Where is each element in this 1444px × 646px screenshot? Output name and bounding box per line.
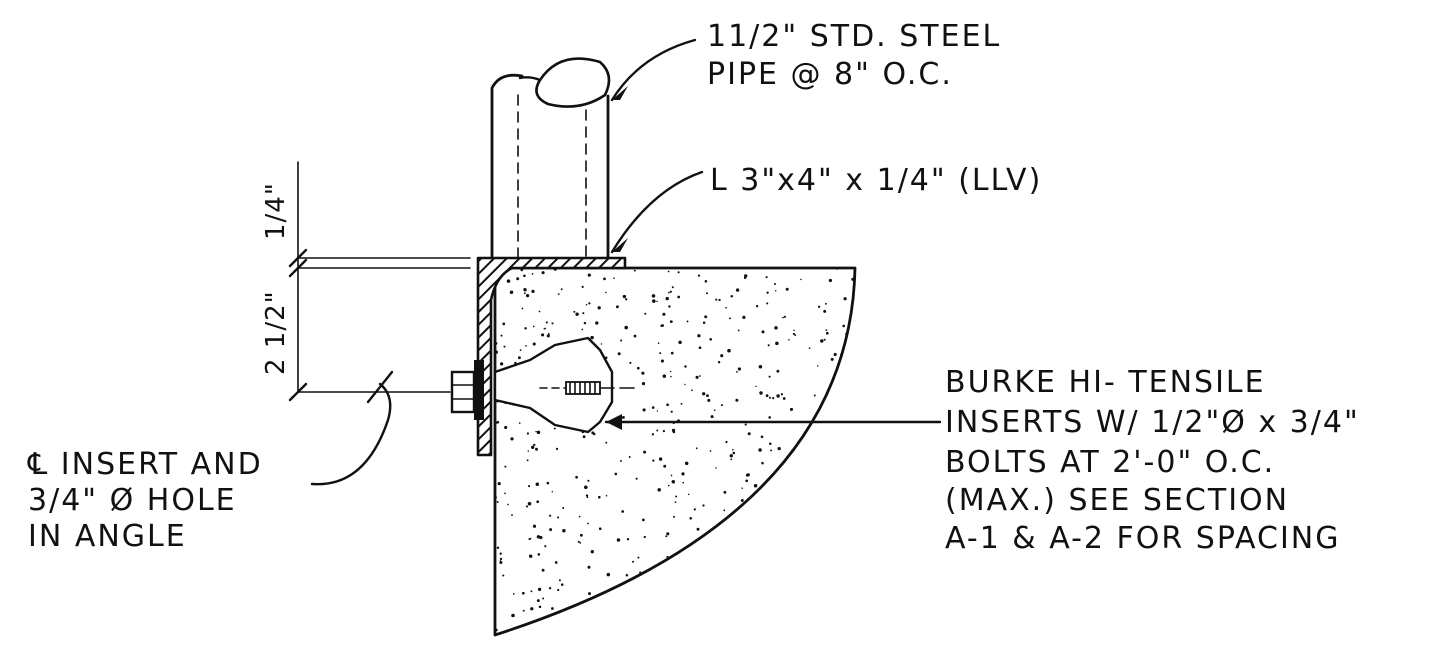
callout-hole-line1: ℄ INSERT AND	[27, 447, 263, 482]
steel-pipe	[490, 57, 611, 264]
dimension-lines	[288, 161, 471, 402]
callout-insert-line2: INSERTS W/ 1/2"Ø x 3/4"	[945, 405, 1360, 440]
callout-hole-line2: 3/4" Ø HOLE	[28, 483, 237, 518]
concrete-section	[493, 266, 857, 637]
leader-lines	[310, 38, 942, 486]
dimension-top: 1/4"	[261, 182, 291, 240]
callout-angle: L 3"x4" x 1/4" (LLV)	[710, 163, 1042, 198]
callout-pipe-line1: 11/2" STD. STEEL	[707, 19, 1001, 54]
callout-insert-line4: (MAX.) SEE SECTION	[945, 483, 1289, 518]
concrete-stipple	[495, 268, 855, 635]
steel-angle	[476, 256, 627, 457]
dimension-bottom: 2 1/2"	[261, 290, 291, 375]
bolt-head	[450, 360, 484, 420]
callout-insert-line3: BOLTS AT 2'-0" O.C.	[945, 445, 1275, 480]
callout-hole-line3: IN ANGLE	[28, 519, 187, 554]
callout-insert-line5: A-1 & A-2 FOR SPACING	[945, 521, 1341, 556]
callout-insert-line1: BURKE HI- TENSILE	[945, 365, 1266, 400]
burke-insert	[493, 336, 637, 434]
callout-pipe-line2: PIPE @ 8" O.C.	[707, 57, 953, 92]
